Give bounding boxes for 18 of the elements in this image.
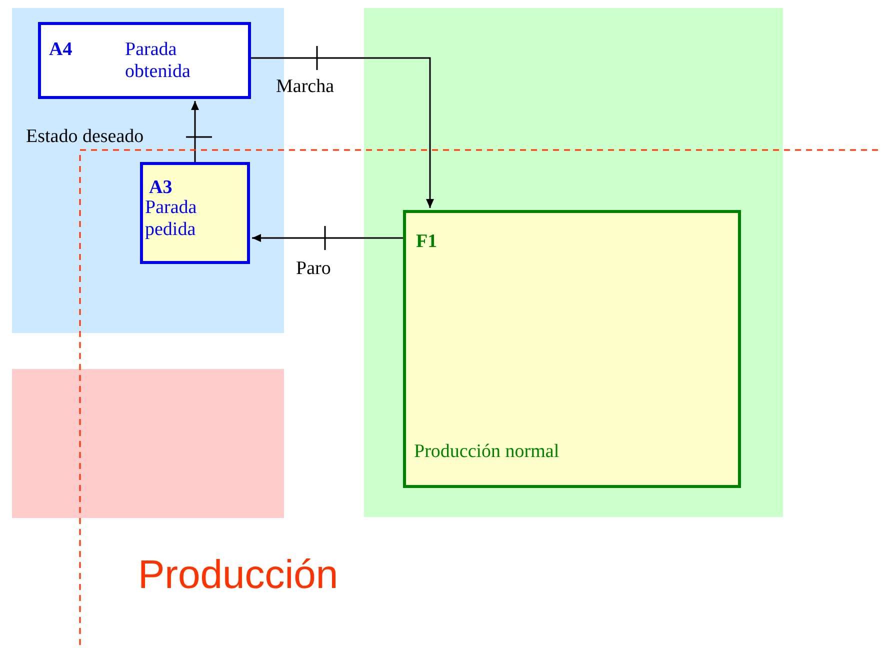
zone-band <box>12 369 284 518</box>
edge-label: Marcha <box>276 76 334 98</box>
step-box <box>403 210 741 488</box>
edge-label: Estado deseado <box>26 126 144 148</box>
step-box <box>38 22 251 99</box>
arrow <box>251 57 434 208</box>
zone-title: Producción <box>138 553 338 598</box>
arrow <box>252 234 403 242</box>
step-name: Parada pedida <box>145 197 198 241</box>
step-number: A3 <box>149 177 172 199</box>
edge-label: Paro <box>296 258 331 280</box>
arrow <box>191 101 199 162</box>
step-number: A4 <box>49 39 72 61</box>
step-number: F1 <box>416 231 438 253</box>
step-box <box>140 162 250 264</box>
step-name: Parada obtenida <box>125 39 192 83</box>
step-name: Producción normal <box>414 441 560 463</box>
zone-band <box>364 8 783 517</box>
